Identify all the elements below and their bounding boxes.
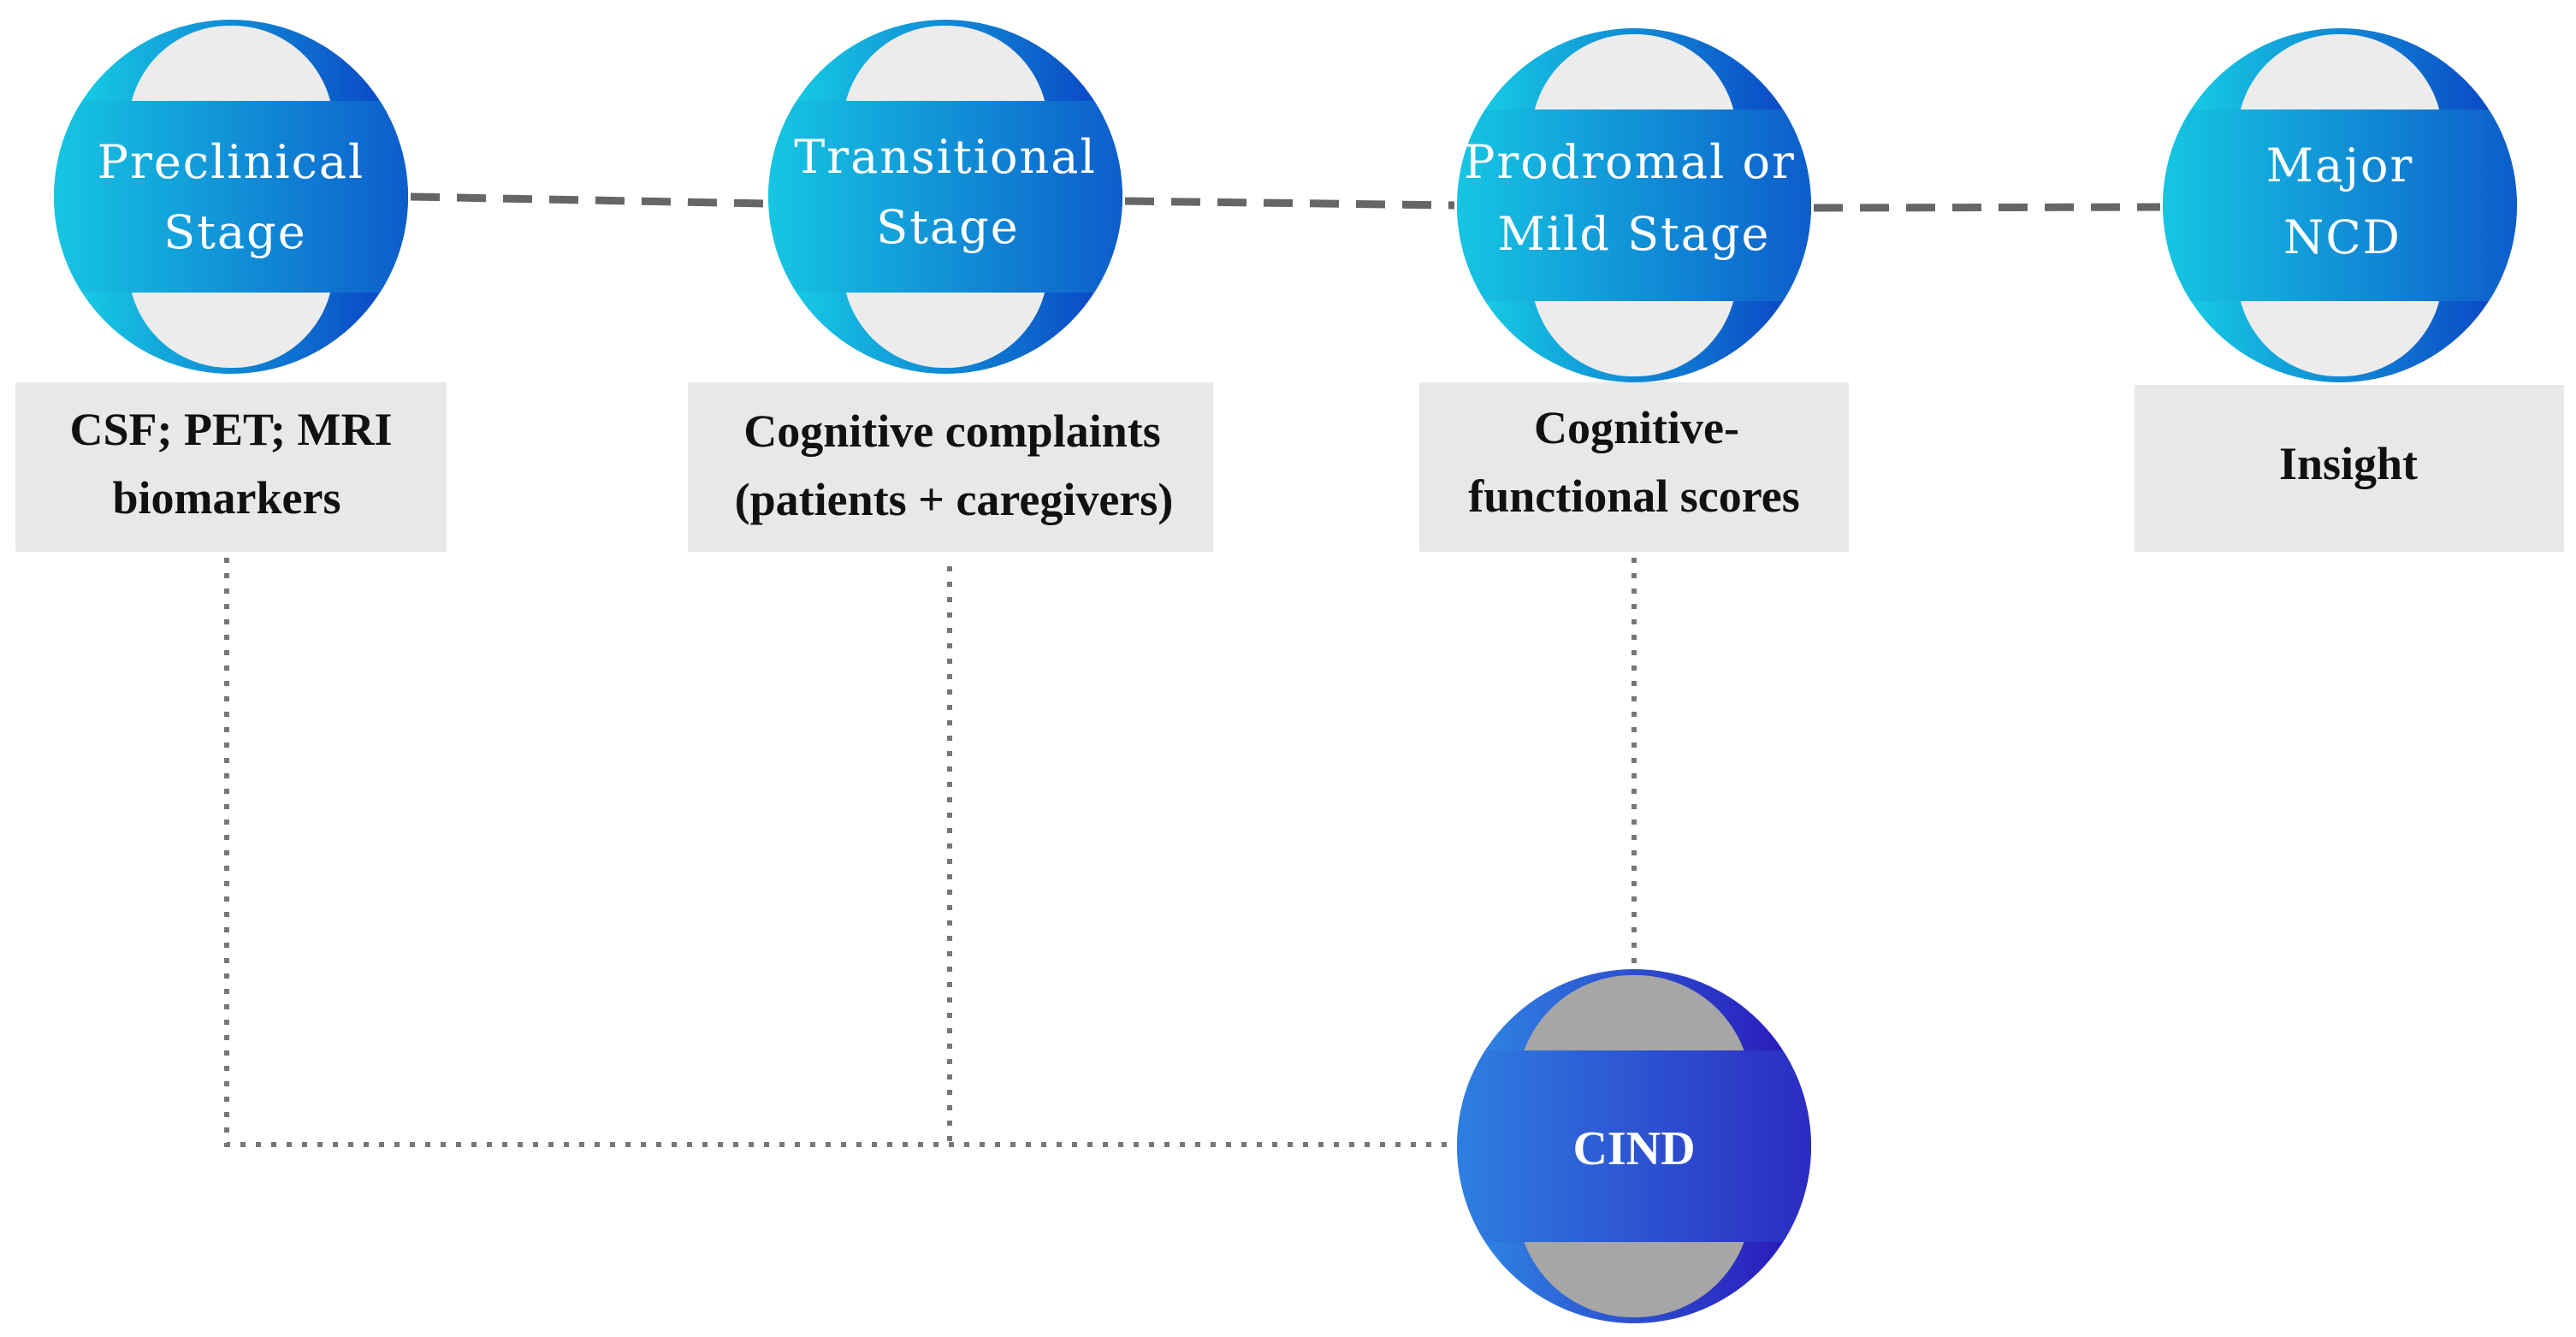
stage-label-line-2: Stage [876,200,1019,254]
cind-node: CIND [1457,969,1811,1323]
box-line-1: Insight [2279,438,2418,489]
box-line-2: (patients + caregivers) [735,474,1174,525]
box-line-2: biomarkers [113,472,341,524]
marker-box-biomarkers: CSF; PET; MRI biomarkers [15,382,447,552]
marker-box-background [2135,385,2564,552]
stage-preclinical: Preclinical Stage [54,20,408,374]
marker-box-background [688,382,1213,552]
dotted-path-biomarkers-to-cind [224,558,1454,1147]
stage-transitional: Transitional Stage [768,20,1122,374]
stage-label-line-1: Preclinical [98,135,365,189]
box-line-1: CSF; PET; MRI [70,404,393,455]
marker-box-background [1419,382,1849,552]
stage-label-line-1: Major [2266,139,2414,192]
stage-label-line-1: Prodromal or [1464,135,1796,189]
marker-box-scores: Cognitive- functional scores [1419,382,1849,552]
connector-prodromal-major [1813,203,2161,212]
stage-label-line-1: Transitional [794,130,1097,184]
cind-label: CIND [1572,1122,1695,1175]
stage-label-line-2: Stage [163,205,306,259]
marker-box-background [15,382,447,552]
stage-prodromal: Prodromal or Mild Stage [1457,28,1811,382]
cind-connectors [224,558,1637,1147]
box-line-1: Cognitive- [1534,402,1739,453]
marker-box-complaints: Cognitive complaints (patients + caregiv… [688,382,1213,552]
stage-label-line-2: Mild Stage [1498,207,1771,261]
timeline-connectors [410,192,2161,212]
box-line-2: functional scores [1468,470,1800,522]
connector-preclinical-transitional [410,192,767,208]
stage-label-line-2: NCD [2283,210,2401,264]
marker-box-insight: Insight [2135,385,2564,552]
connector-transitional-prodromal [1124,197,1455,210]
stage-major-ncd: Major NCD [2163,28,2517,382]
box-line-1: Cognitive complaints [743,405,1161,457]
